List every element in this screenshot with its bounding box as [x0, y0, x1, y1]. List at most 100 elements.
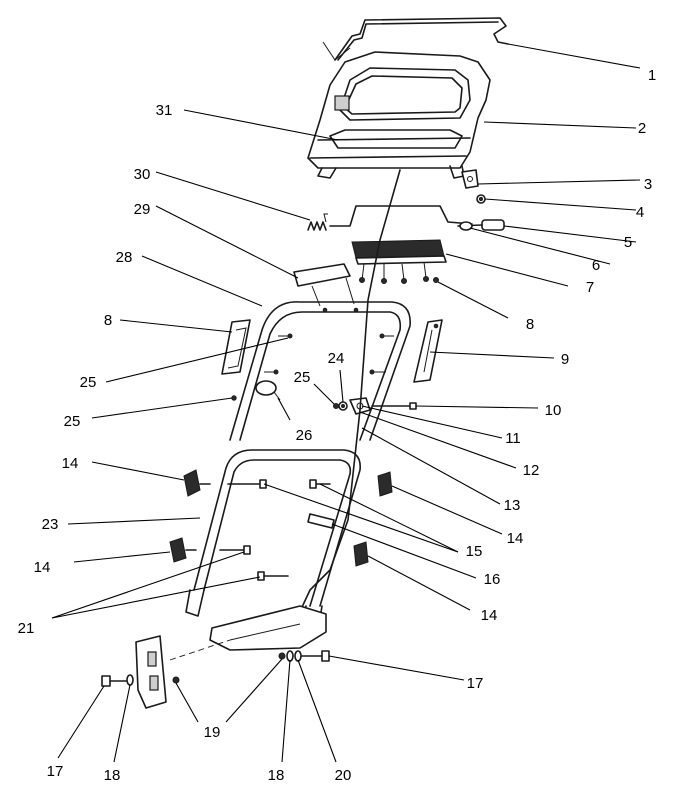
leader-31	[183, 109, 339, 141]
leader-23	[67, 517, 201, 525]
leader-26	[277, 397, 291, 421]
leader-24	[339, 369, 344, 403]
part-knob-lower-right	[353, 541, 369, 567]
callout-30: 30	[134, 166, 151, 183]
leader-25b	[91, 397, 233, 419]
part-nut-19	[172, 676, 180, 684]
leader-25c	[313, 383, 335, 405]
callout-20: 20	[335, 767, 352, 784]
part-bail-wire	[322, 17, 509, 61]
callout-26: 26	[296, 427, 313, 444]
leader-3	[477, 179, 641, 185]
leader-8b	[437, 281, 509, 319]
part-washer-18-right	[286, 650, 294, 662]
callout-23: 23	[42, 516, 59, 533]
leader-lines	[51, 43, 641, 763]
callout-10: 10	[545, 402, 562, 419]
callout-29: 29	[134, 201, 151, 218]
callout-6: 6	[592, 257, 600, 274]
callout-17-left: 17	[47, 763, 64, 780]
callout-9: 9	[561, 351, 569, 368]
leader-16	[331, 523, 477, 579]
part-cable-adjuster	[457, 219, 505, 231]
part-knob-lower-left	[169, 537, 197, 563]
part-knob-upper-right	[377, 471, 393, 497]
part-washer-25	[333, 403, 339, 409]
part-carriage-bolt-left	[227, 479, 267, 489]
callout-17-right: 17	[467, 675, 484, 692]
part-upper-handle	[229, 301, 411, 441]
callout-8-right: 8	[526, 316, 534, 333]
part-nut-24	[338, 401, 348, 411]
part-bolt-10	[371, 402, 417, 410]
callout-15: 15	[466, 543, 483, 560]
part-console-nut	[476, 194, 486, 204]
part-bolt-17-left	[101, 675, 127, 687]
leader-25a	[105, 337, 289, 383]
leader-21a	[51, 551, 245, 619]
leader-6	[469, 227, 611, 265]
callout-13: 13	[504, 497, 521, 514]
callout-2: 2	[638, 120, 646, 137]
leader-13	[361, 427, 501, 505]
part-control-cable	[295, 169, 401, 621]
leader-5	[503, 225, 637, 243]
leader-9	[429, 351, 555, 359]
part-grip-block	[293, 263, 355, 307]
callout-14-a: 14	[62, 455, 79, 472]
leader-28	[141, 255, 263, 307]
leader-15b	[319, 483, 459, 553]
callout-16: 16	[484, 571, 501, 588]
callout-12: 12	[523, 462, 540, 479]
callout-14-c: 14	[34, 559, 51, 576]
leader-18b	[281, 659, 291, 763]
leader-2	[483, 121, 637, 129]
leader-14b	[391, 485, 503, 535]
callout-14-d: 14	[481, 607, 498, 624]
leader-21b	[51, 576, 261, 619]
callout-14-b: 14	[507, 530, 524, 547]
leader-14d	[367, 555, 471, 611]
part-handle-console	[307, 51, 491, 179]
leader-15a	[263, 483, 459, 553]
part-cable-tie	[255, 380, 281, 401]
callout-25-a: 25	[80, 374, 97, 391]
leader-12	[359, 411, 517, 469]
leader-1	[507, 43, 641, 69]
part-bolt-21-upper	[219, 545, 251, 555]
leader-14c	[73, 551, 171, 563]
leader-7	[445, 253, 569, 287]
callout-18-right: 18	[268, 767, 285, 784]
leader-14a	[91, 461, 185, 481]
callout-21: 21	[18, 620, 35, 637]
leader-19b	[175, 682, 199, 723]
callout-1: 1	[648, 67, 656, 84]
part-screw-25	[231, 395, 237, 401]
leader-17a	[57, 685, 105, 759]
part-carriage-bolt-right	[309, 479, 331, 489]
leader-8a	[119, 319, 233, 333]
part-console-insert	[329, 129, 463, 149]
callout-18-left: 18	[104, 767, 121, 784]
part-washer-18-left	[126, 674, 134, 686]
callout-5: 5	[624, 234, 632, 251]
callout-3: 3	[644, 176, 652, 193]
part-cable-sleeve	[307, 513, 335, 529]
part-spacer-20	[294, 650, 302, 662]
part-console-bracket	[461, 169, 479, 189]
leader-18a	[113, 684, 131, 763]
callout-24: 24	[328, 350, 345, 367]
callout-28: 28	[116, 249, 133, 266]
leader-20	[297, 659, 337, 763]
callout-labels: 1 2 3 4 5 6 7 8 8 9 10 11 12 13 14 14 14…	[18, 67, 657, 784]
callout-19: 19	[204, 724, 221, 741]
callout-25-c: 25	[294, 369, 311, 386]
callout-25-b: 25	[64, 413, 81, 430]
callout-11: 11	[505, 430, 521, 447]
leader-4	[484, 198, 637, 211]
part-handle-bracket	[169, 605, 327, 661]
leader-17b	[328, 655, 465, 681]
leader-30	[155, 171, 311, 221]
leader-11	[361, 405, 503, 439]
